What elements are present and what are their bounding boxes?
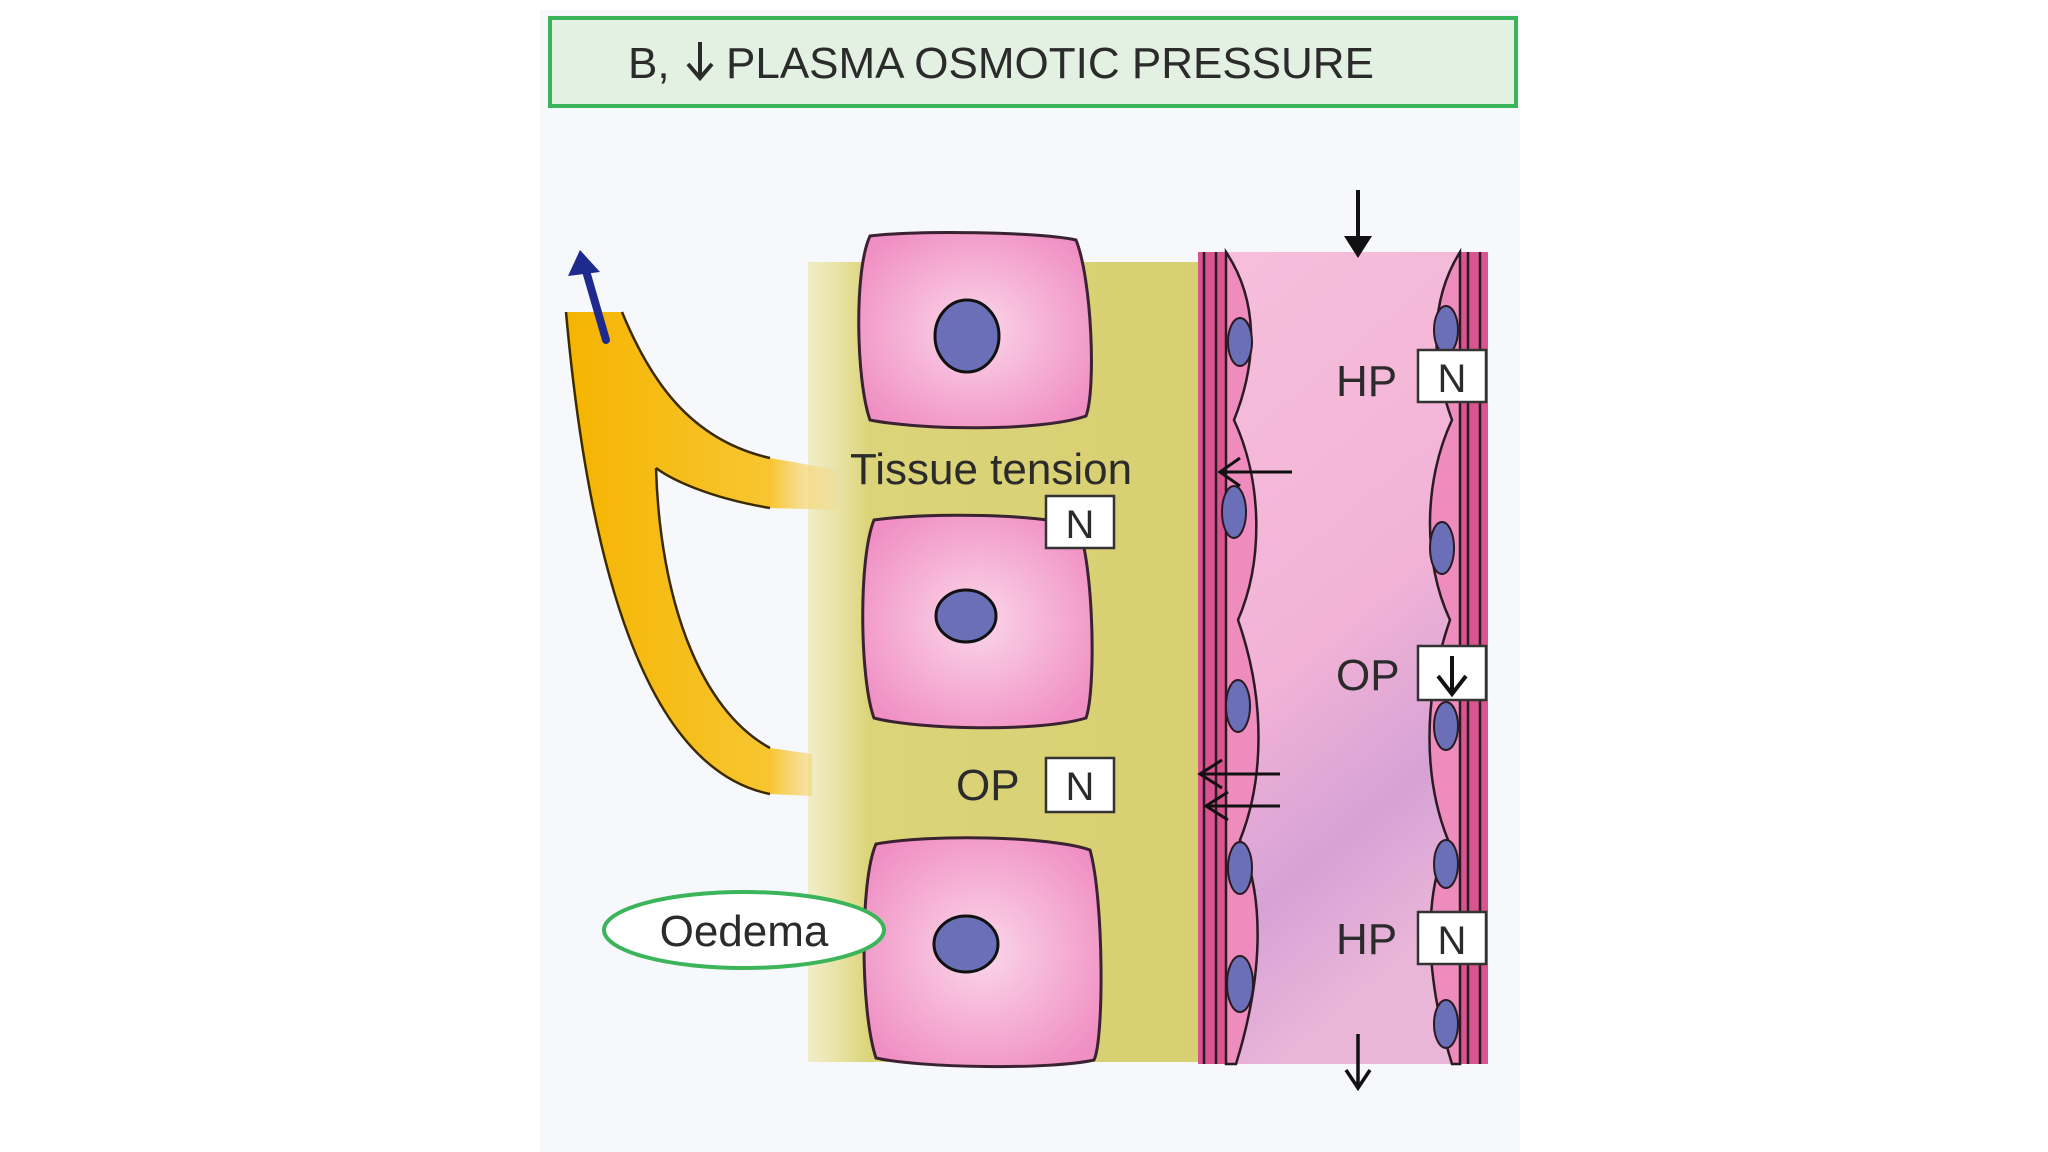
nucleus-icon — [1227, 841, 1253, 895]
oedema-label: Oedema — [660, 907, 829, 956]
nucleus-icon — [1433, 701, 1459, 751]
vessel-hp-top-status-box: N — [1416, 348, 1488, 404]
tissue-tension-status-box: N — [1044, 494, 1116, 550]
tissue-tension-status: N — [1066, 503, 1095, 547]
tissue-cell-middle — [861, 513, 1094, 730]
title-prefix: B, — [628, 39, 670, 88]
vessel-hp-top-status: N — [1438, 357, 1467, 401]
nucleus-icon — [1433, 999, 1459, 1049]
nucleus-icon — [1433, 839, 1459, 889]
tissue-cell-top — [857, 231, 1093, 430]
oedema-callout: Oedema — [602, 890, 886, 970]
vessel-op-status-box — [1416, 644, 1488, 702]
title-text: PLASMA OSMOTIC PRESSURE — [726, 39, 1374, 88]
vessel-hp-bottom-label: HP — [1336, 915, 1397, 964]
tissue-cell-bottom — [862, 836, 1103, 1069]
decreased-arrow-icon — [1436, 656, 1468, 698]
lymphatic-vessel — [564, 311, 838, 796]
blood-inflow-arrow-icon — [1344, 190, 1372, 258]
title-box: B, PLASMA OSMOTIC PRESSURE — [548, 16, 1518, 108]
nucleus-icon — [1429, 521, 1455, 575]
fluid-exit-arrows-icon — [1197, 758, 1280, 822]
vessel-hp-top-label: HP — [1336, 357, 1397, 406]
blood-outflow-arrow-icon — [1344, 1034, 1372, 1092]
lymph-outflow-arrow-icon — [568, 250, 610, 344]
vessel-hp-bottom-status: N — [1438, 919, 1467, 963]
nucleus-icon — [932, 914, 1000, 974]
vessel-op-label: OP — [1336, 651, 1400, 700]
tissue-tension-label: Tissue tension — [850, 445, 1132, 494]
nucleus-icon — [1227, 317, 1253, 367]
tissue-tension-arrow-icon — [1217, 456, 1292, 488]
nucleus-icon — [933, 298, 1001, 374]
interstitial-op-label: OP — [956, 761, 1020, 810]
nucleus-icon — [1433, 305, 1459, 355]
nucleus-icon — [1225, 679, 1251, 733]
down-arrow-icon — [686, 42, 714, 82]
nucleus-icon — [1221, 485, 1247, 539]
nucleus-icon — [934, 588, 998, 644]
interstitial-op-status: N — [1066, 765, 1095, 809]
nucleus-icon — [1226, 955, 1254, 1013]
interstitial-op-status-box: N — [1044, 756, 1116, 814]
vessel-hp-bottom-status-box: N — [1416, 910, 1488, 966]
